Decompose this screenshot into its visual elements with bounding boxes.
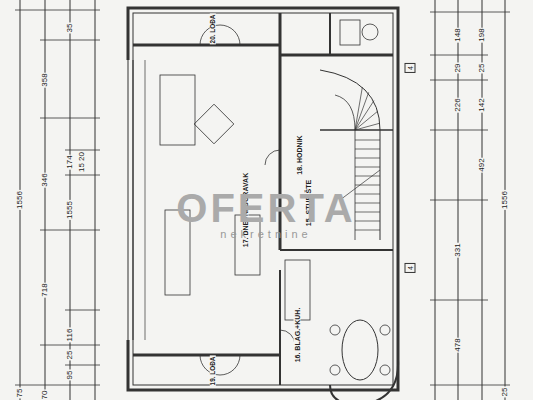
dimension: 25: [478, 63, 486, 74]
callout-number: 4: [405, 63, 416, 73]
dimension: 478: [454, 337, 462, 352]
dimension: 346: [41, 172, 49, 187]
dimension: 1555: [66, 200, 74, 220]
dimension: 174: [66, 154, 74, 169]
watermark: OFERTA: [176, 188, 355, 228]
dimension: 1556: [16, 190, 24, 210]
dimension: 75: [16, 388, 24, 399]
room-label: 18. HODNIK: [296, 134, 303, 175]
dimension: 15 20: [78, 151, 86, 173]
room: 20. LOĐA: [150, 15, 275, 43]
dimension: 718: [41, 282, 49, 297]
dimension: 1556: [501, 190, 509, 210]
dimension: 95: [66, 370, 74, 381]
dimension: 226: [454, 97, 462, 112]
dimension: 70: [41, 390, 49, 400]
dimension: 25: [501, 387, 509, 398]
dimension: 492: [478, 157, 486, 172]
dimension: 116: [66, 328, 74, 343]
dimension: 198: [478, 27, 486, 42]
dimension: 358: [41, 72, 49, 87]
callout-number: 4: [405, 263, 416, 273]
watermark: nekretnine: [220, 229, 311, 240]
dimension: 148: [454, 27, 462, 42]
room-label: 16. BLAG.+KUH.: [294, 307, 301, 364]
dimension: 25: [66, 350, 74, 361]
room: 19. LOĐA: [150, 358, 275, 384]
dimension: 142: [478, 97, 486, 112]
dimension: 331: [454, 242, 462, 257]
room-label: 20. LOĐA: [209, 14, 215, 45]
dimension: 29: [454, 63, 462, 74]
dimension: 35: [66, 23, 74, 34]
room: 16. BLAG.+KUH.: [282, 290, 312, 380]
room-label: 19. LOĐA: [209, 356, 215, 387]
